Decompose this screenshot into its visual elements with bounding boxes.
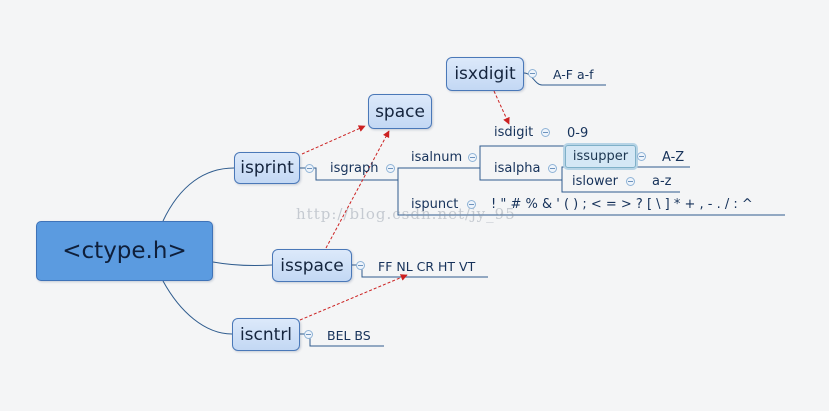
edge-root-iscntrl: [162, 280, 233, 335]
arrow-isxdigit-isdigit: [493, 90, 510, 125]
node-isxdigit[interactable]: isxdigit: [446, 57, 524, 91]
collapse-toggle-issupper[interactable]: [637, 152, 646, 161]
edge-isgraph-ispunct: [397, 180, 785, 216]
collapse-toggle-isspace[interactable]: [356, 261, 365, 270]
label-lower-range: a-z: [652, 174, 672, 189]
arrow-isprint-space: [301, 125, 366, 155]
edge-isalnum-isalpha: [479, 168, 562, 181]
collapse-toggle-isgraph[interactable]: [386, 164, 395, 173]
edge-root-isspace: [212, 261, 273, 267]
label-digits: 0-9: [567, 126, 589, 141]
edge-isxdigit-range: [523, 72, 606, 86]
node-iscntrl[interactable]: iscntrl: [232, 318, 300, 351]
label-isdigit[interactable]: isdigit: [494, 125, 534, 140]
collapse-toggle-isprint[interactable]: [305, 164, 314, 173]
label-isalnum[interactable]: isalnum: [411, 150, 463, 165]
reference-arrows: [299, 90, 510, 321]
label-upper-range: A-Z: [662, 150, 685, 165]
arrow-isspace-space: [325, 130, 390, 249]
label-ispunct[interactable]: ispunct: [411, 197, 459, 212]
label-space-chars: FF NL CR HT VT: [378, 259, 476, 274]
edge-isalpha-issupper: [561, 166, 690, 180]
collapse-toggle-isdigit[interactable]: [541, 128, 550, 137]
node-issupper[interactable]: issupper: [565, 145, 636, 168]
node-space[interactable]: space: [368, 94, 432, 129]
node-isspace[interactable]: isspace: [272, 249, 352, 282]
collapse-toggle-isxdigit[interactable]: [528, 69, 537, 78]
label-isalpha[interactable]: isalpha: [494, 161, 541, 176]
label-isgraph[interactable]: isgraph: [330, 161, 379, 176]
collapse-toggle-ispunct[interactable]: [467, 200, 476, 209]
label-punct-chars: ! " # % & ' ( ) ; < = > ? [ \ ] * + , - …: [491, 197, 753, 212]
root-node-ctype-h[interactable]: <ctype.h>: [36, 221, 213, 281]
branch-lines: [162, 72, 785, 347]
arrow-iscntrl-isspace: [299, 274, 408, 321]
edge-isalpha-islower: [561, 180, 680, 193]
label-xdigit-range: A-F a-f: [553, 67, 594, 82]
edge-root-isprint: [162, 167, 235, 222]
edge-isgraph-isalnum: [397, 167, 480, 180]
label-islower[interactable]: islower: [572, 174, 618, 189]
collapse-toggle-isalnum[interactable]: [468, 153, 477, 162]
collapse-toggle-isalpha[interactable]: [548, 164, 557, 173]
node-isprint[interactable]: isprint: [234, 152, 300, 184]
collapse-toggle-islower[interactable]: [626, 177, 635, 186]
collapse-toggle-iscntrl[interactable]: [304, 330, 313, 339]
watermark: http://blog.csdn.net/jy_95: [296, 205, 516, 223]
label-cntrl-chars: BEL BS: [327, 328, 371, 343]
